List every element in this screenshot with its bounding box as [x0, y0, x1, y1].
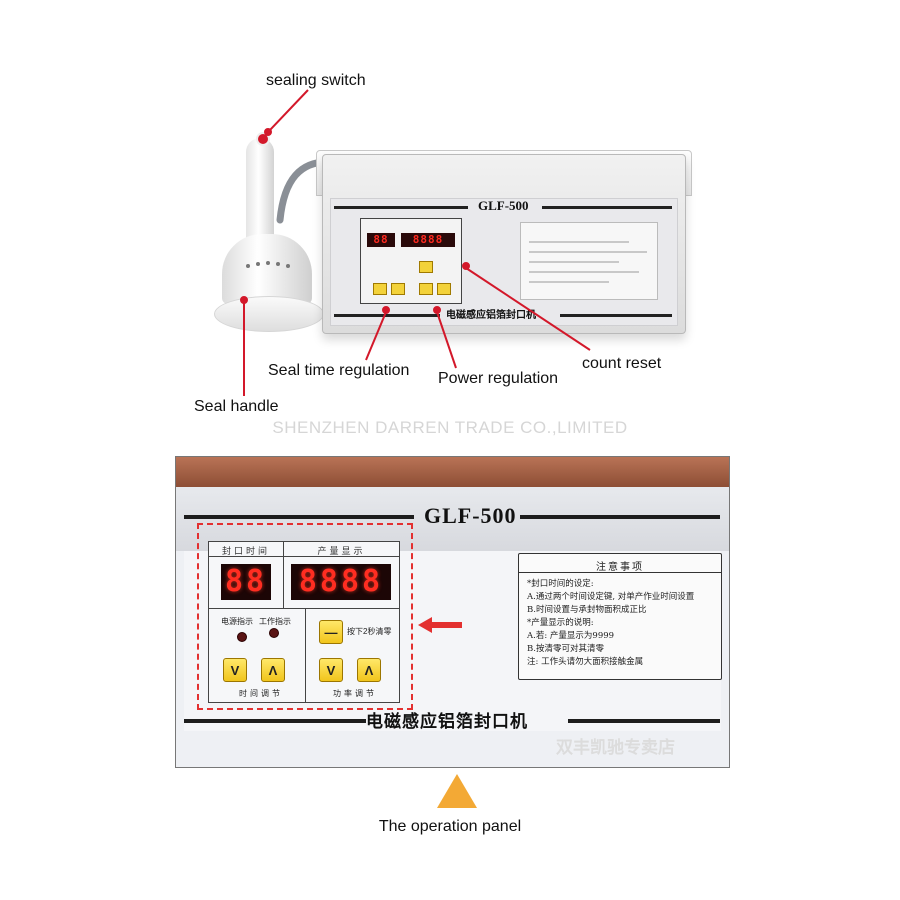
power-down-button[interactable]: V — [319, 658, 343, 682]
seal-time-display-small: 88 — [367, 233, 395, 247]
power-up-button[interactable]: Λ — [357, 658, 381, 682]
notice-line: *封口时间的设定: — [527, 579, 594, 589]
panel-mid-divider — [283, 542, 284, 608]
time-up-key-small — [391, 283, 405, 295]
power-indicator-led — [237, 632, 247, 642]
notice-line: B.时间设置与承封物面积成正比 — [527, 605, 647, 615]
callout-power: Power regulation — [438, 370, 559, 387]
callout-lines — [240, 89, 591, 396]
count-header: 产量显示 — [317, 546, 366, 556]
store-watermark: 双丰凯驰专卖店 — [556, 738, 675, 757]
closeup-rule — [520, 515, 720, 519]
product-photo: GLF-500 88 8888 电磁感应铝箔封口机 se — [0, 0, 900, 440]
work-indicator-label: 工作指示 — [259, 617, 291, 626]
panel-header-divider — [209, 556, 399, 557]
notice-line: A.通过两个时间设定键, 对单产作业时间设置 — [527, 592, 695, 602]
count-reset-button[interactable]: — — [319, 620, 343, 644]
faceplate-rule — [542, 206, 672, 209]
callout-seal-time: Seal time regulation — [268, 362, 410, 379]
control-panel: 封口时间 产量显示 88 8888 电源指示 工作指示 — 按下2秒清零 V Λ… — [208, 541, 400, 703]
notice-line: 注: 工作头请勿大面积接触金属 — [527, 657, 644, 667]
arrow-left-icon — [418, 617, 462, 633]
seal-time-header: 封口时间 — [221, 546, 270, 556]
count-display-small: 8888 — [401, 233, 455, 247]
time-up-button[interactable]: Λ — [261, 658, 285, 682]
machine-model-small: GLF-500 — [478, 198, 529, 213]
faceplate-rule — [334, 206, 468, 209]
panel-lower-divider — [305, 608, 306, 702]
power-indicator-label: 电源指示 — [221, 617, 253, 626]
closeup-rule — [184, 515, 414, 519]
notice-line: B.按清零可对其清零 — [527, 644, 604, 654]
machine-model: GLF-500 — [424, 503, 517, 528]
notice-panel-small — [520, 222, 658, 300]
product-name-small: 电磁感应铝箔封口机 — [446, 310, 536, 321]
seal-time-display: 88 — [221, 564, 271, 600]
closeup-rule — [184, 719, 366, 723]
notice-panel: 注意事项 *封口时间的设定: A.通过两个时间设定键, 对单产作业时间设置 B.… — [518, 553, 722, 680]
closeup-lid — [176, 487, 729, 551]
seal-handle-base — [214, 296, 324, 332]
notice-title: 注意事项 — [596, 562, 644, 573]
power-up-key-small — [437, 283, 451, 295]
caption: The operation panel — [378, 818, 522, 835]
power-adjust-label: 功率调节 — [333, 689, 377, 698]
closeup-top-band — [176, 457, 729, 487]
closeup-rule — [568, 719, 720, 723]
count-display: 8888 — [291, 564, 391, 600]
time-down-key-small — [373, 283, 387, 295]
panel-row-divider — [209, 608, 399, 609]
panel-highlight-box — [197, 523, 413, 710]
power-down-key-small — [419, 283, 433, 295]
seal-handle-head — [222, 234, 312, 304]
triangle-up-icon — [437, 774, 477, 808]
reset-key-small — [419, 261, 433, 273]
faceplate-rule — [334, 314, 440, 317]
notice-line: A.若: 产量显示为9999 — [527, 631, 615, 641]
work-indicator-led — [269, 628, 279, 638]
time-down-button[interactable]: V — [223, 658, 247, 682]
time-adjust-label: 时间调节 — [239, 689, 283, 698]
company-watermark: SHENZHEN DARREN TRADE CO.,LIMITED — [272, 418, 628, 437]
notice-title-rule — [519, 572, 721, 573]
notice-line: *产量显示的说明: — [527, 618, 594, 628]
operation-panel-closeup: GLF-500 封口时间 产量显示 88 8888 电源指示 工作指示 — 按下… — [175, 456, 730, 768]
product-name: 电磁感应铝箔封口机 — [366, 712, 528, 732]
callout-seal-handle: Seal handle — [194, 398, 279, 415]
callout-count-reset: count reset — [582, 355, 662, 372]
control-panel-small: 88 8888 — [360, 218, 462, 304]
callout-sealing-switch: sealing switch — [266, 72, 366, 89]
reset-hint-label: 按下2秒清零 — [347, 627, 392, 636]
faceplate-rule — [560, 314, 672, 317]
